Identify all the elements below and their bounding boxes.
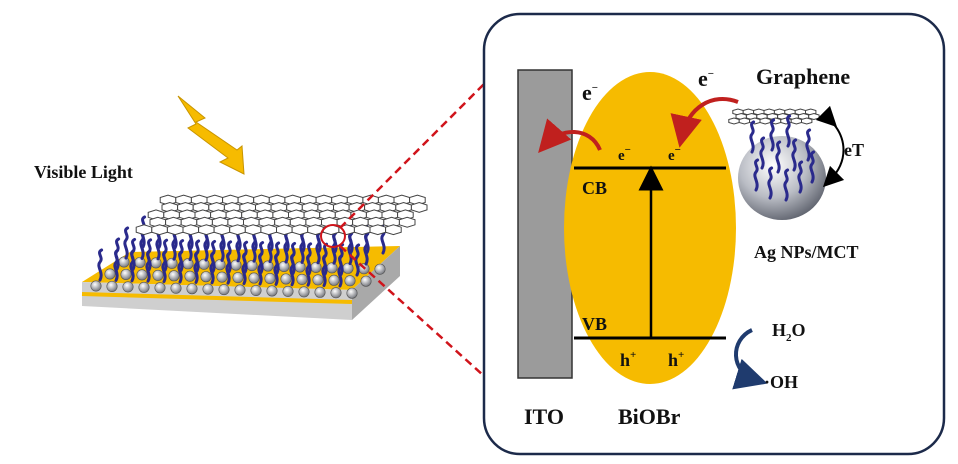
- zoom-circle: [320, 224, 346, 248]
- electron-label-cb-2: e−: [668, 144, 681, 164]
- lightning-icon: [177, 95, 245, 175]
- hole-label-2: h+: [668, 349, 684, 370]
- oxidation-arrow: [732, 328, 768, 390]
- et-label: eT: [844, 140, 864, 160]
- hole-label-1: h+: [620, 349, 636, 370]
- cb-label: CB: [582, 178, 607, 198]
- graphene-to-biobr-arrow: [670, 97, 739, 148]
- biobr-label: BiOBr: [618, 404, 681, 429]
- left-device-illustration: Visible Light: [34, 95, 428, 320]
- graphene-sheet-icon: [135, 194, 428, 236]
- hydroxyl-radical-label: ·OH: [764, 372, 798, 392]
- electron-label-cb-1: e−: [618, 144, 631, 164]
- electron-transfer-arrow-icon: [538, 118, 602, 154]
- vb-label: VB: [582, 314, 607, 334]
- zoom-line-bottom: [339, 245, 485, 377]
- et-double-arrow: [815, 105, 845, 188]
- electron-label-graphene: e−: [698, 66, 714, 91]
- electron-label-ito: e−: [582, 80, 598, 105]
- water-label: H2O: [772, 320, 806, 344]
- graphene-flake-icon: [728, 108, 820, 125]
- ag-nps-mct-label: Ag NPs/MCT: [754, 242, 859, 262]
- ito-label: ITO: [524, 404, 564, 429]
- visible-light-label: Visible Light: [34, 162, 133, 182]
- substrate-side: [352, 246, 400, 320]
- nanoparticle-array: [90, 256, 386, 299]
- graphene-label: Graphene: [756, 64, 850, 89]
- nanoparticle-sphere-icon: [738, 114, 826, 220]
- ito-electrode: [517, 69, 573, 379]
- zoom-line-top: [339, 83, 485, 229]
